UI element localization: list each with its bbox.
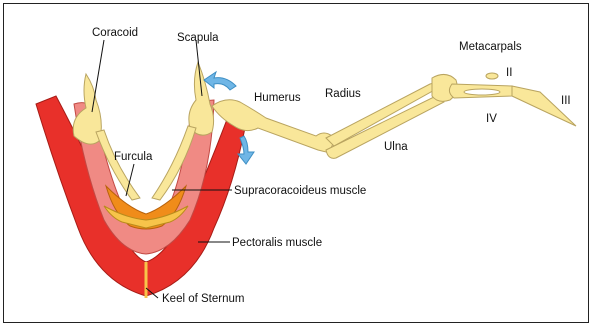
- label-humerus: Humerus: [254, 92, 301, 104]
- up-arrow-icon: [204, 72, 236, 90]
- label-radius: Radius: [325, 88, 361, 100]
- label-digit-ii: II: [506, 67, 512, 79]
- coracoid-leader: [92, 40, 104, 112]
- label-metacarpals: Metacarpals: [459, 41, 522, 53]
- label-furcula: Furcula: [114, 151, 153, 163]
- label-keel: Keel of Sternum: [162, 293, 244, 305]
- pectoralis-muscle: [36, 96, 248, 296]
- label-scapula: Scapula: [177, 32, 219, 44]
- label-ulna: Ulna: [384, 141, 408, 153]
- digit-ii-bone: [486, 73, 498, 79]
- label-digit-iv: IV: [486, 113, 497, 125]
- label-coracoid: Coracoid: [92, 27, 138, 39]
- scapula-bone: [189, 62, 214, 135]
- label-digit-iii: III: [561, 95, 571, 107]
- label-supracoracoideus: Supracoracoideus muscle: [234, 185, 366, 197]
- metacarpal-hole: [464, 89, 500, 95]
- label-pectoralis: Pectoralis muscle: [232, 237, 322, 249]
